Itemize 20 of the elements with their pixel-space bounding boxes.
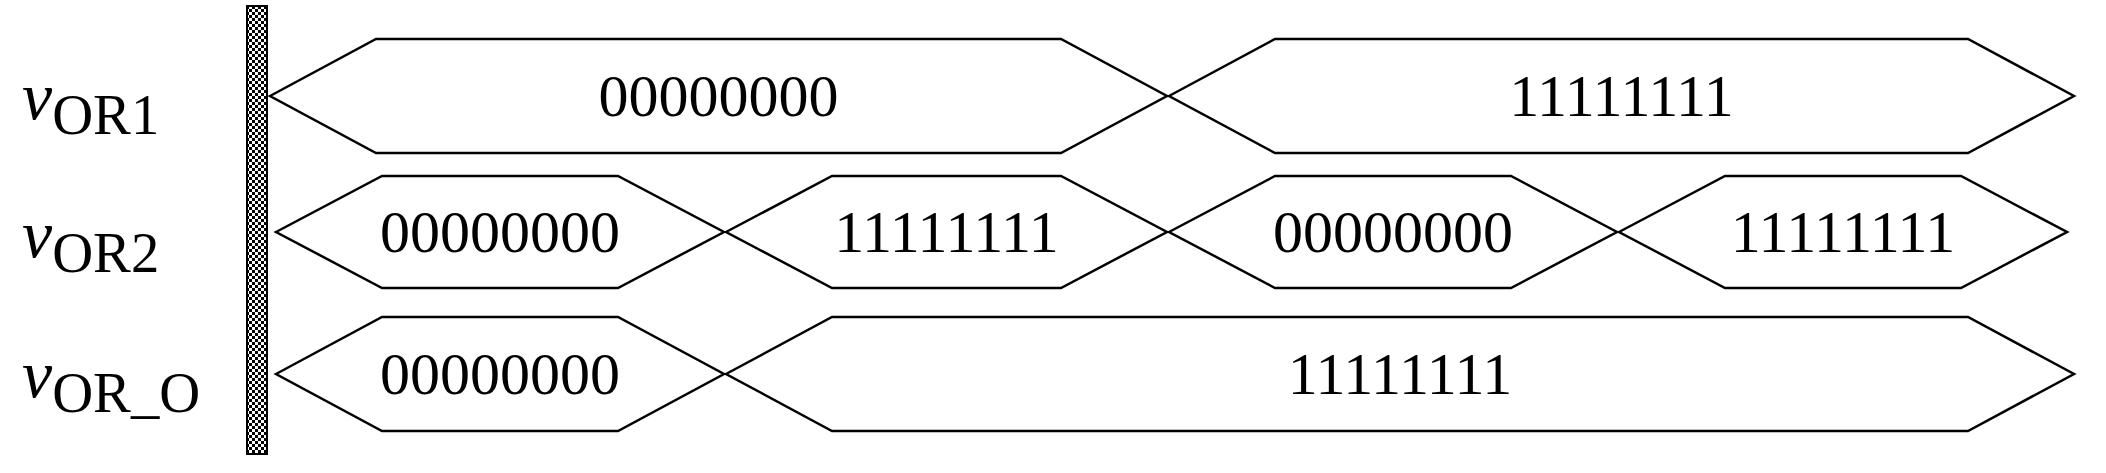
bus-segment	[725, 175, 1168, 289]
bit-value: 00000000	[598, 66, 839, 126]
vertical-bar	[246, 5, 268, 455]
signal-name: v$_{OR1}$	[22, 62, 160, 144]
bus-segment	[275, 316, 725, 432]
bit-value: 00000000	[380, 344, 620, 404]
bus-segment	[269, 38, 1168, 154]
bus-segment	[1168, 175, 1618, 289]
bus-segment	[1618, 175, 2068, 289]
signal-name: v$_{OR_O}$	[22, 340, 201, 422]
bit-value: 11111111	[1730, 202, 1956, 262]
bit-value: 00000000	[380, 202, 620, 262]
bus-segment	[725, 316, 2075, 432]
bus-segment	[1168, 38, 2075, 154]
bit-value: 11111111	[1509, 66, 1734, 126]
bit-value: 11111111	[1287, 344, 1513, 404]
bit-value: 11111111	[834, 202, 1059, 262]
signal-name: v$_{OR2}$	[22, 200, 160, 282]
bus-segment	[275, 175, 725, 289]
bit-value: 00000000	[1273, 202, 1513, 262]
